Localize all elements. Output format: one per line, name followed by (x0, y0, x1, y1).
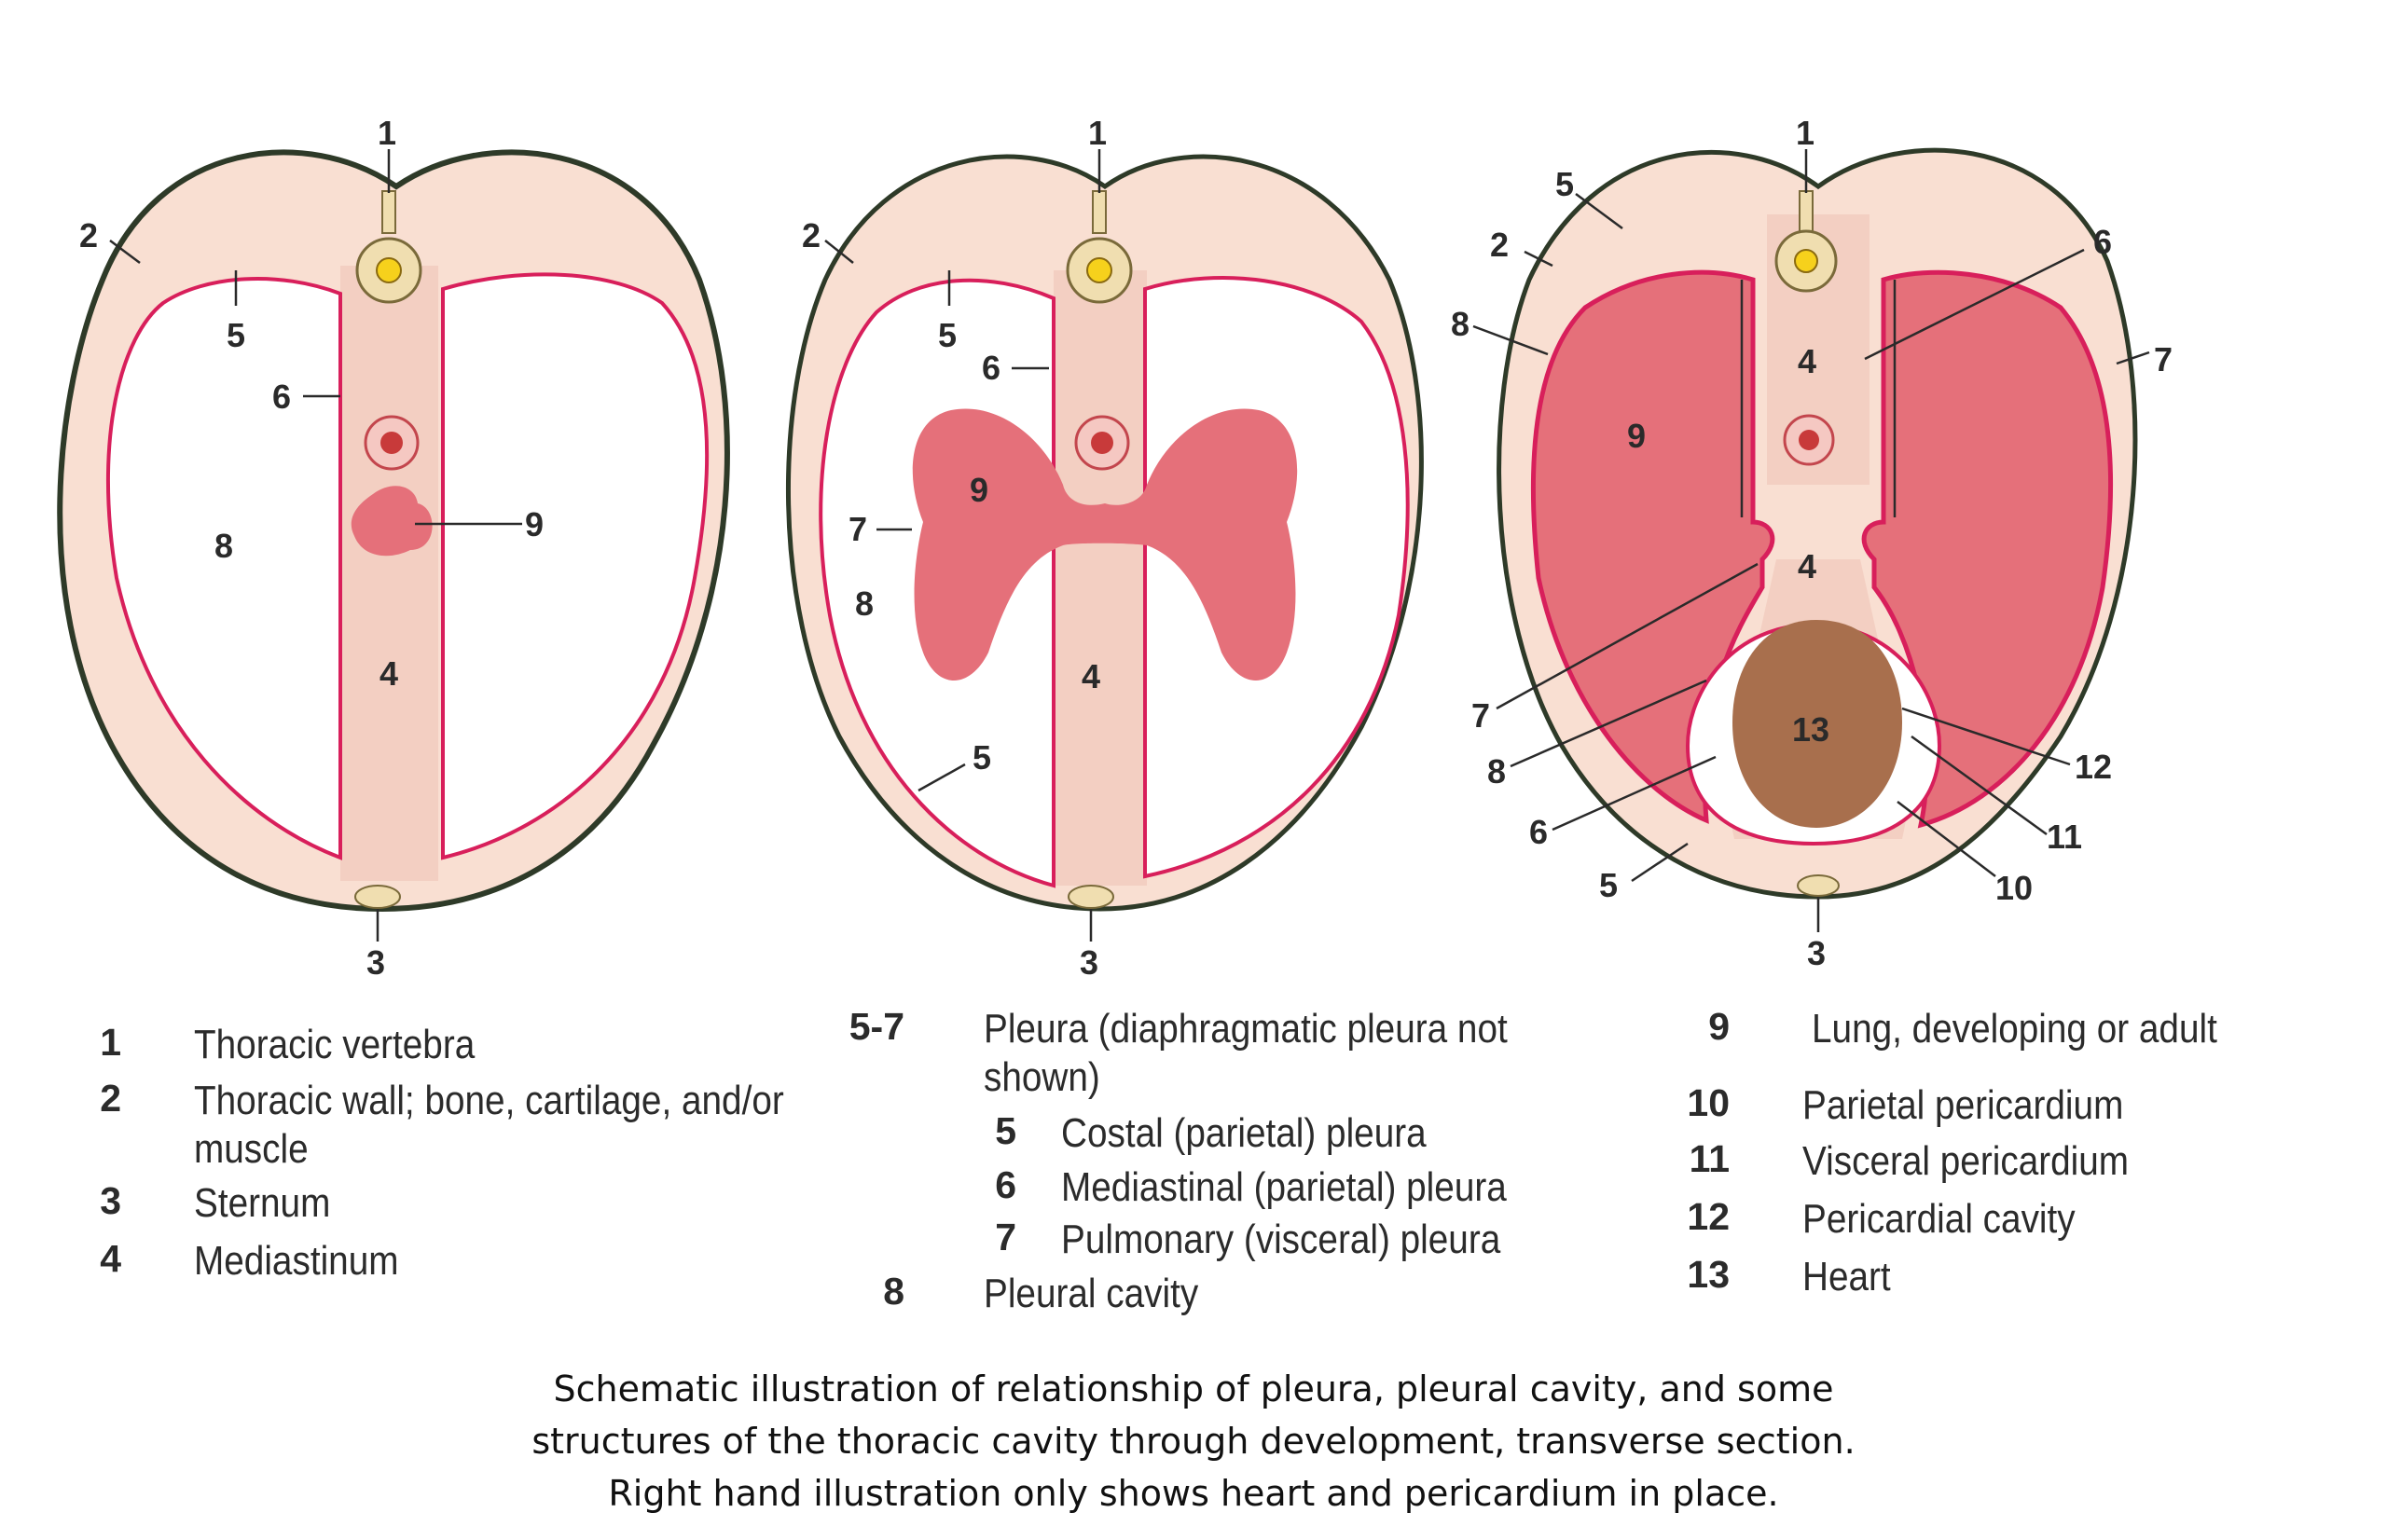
callout-5b: 5 (973, 738, 991, 777)
legend-text: Heart (1802, 1254, 1891, 1299)
legend-text: Pleural cavity (984, 1271, 1199, 1316)
callout-8b: 8 (1487, 752, 1506, 791)
legend-text-cont: muscle (194, 1126, 309, 1172)
legend-text: Visceral pericardium (1802, 1138, 2130, 1184)
legend-text: Parietal pericardium (1802, 1082, 2124, 1128)
callout-9: 9 (525, 505, 544, 543)
developing-lungs (912, 408, 1298, 681)
section-early: 1 2 5 6 9 8 4 3 (57, 114, 730, 982)
callout-12: 12 (2075, 748, 2112, 786)
legend-number: 3 (100, 1179, 121, 1222)
section-developing: 1 2 5 6 9 7 8 4 5 3 (785, 114, 1424, 982)
callout-6: 6 (982, 349, 1000, 387)
legend-text: Costal (parietal) pleura (1061, 1110, 1427, 1156)
callout-8: 8 (855, 584, 874, 623)
esophagus (364, 415, 420, 471)
vertebra (1774, 190, 1838, 293)
callout-1: 1 (1088, 114, 1107, 152)
legend-number: 4 (100, 1237, 121, 1280)
left-pleural-cavity (441, 272, 710, 860)
legend-number: 10 (1687, 1081, 1730, 1124)
callout-8: 8 (214, 527, 233, 565)
legend-text: Mediastinal (parietal) pleura (1061, 1164, 1507, 1210)
caption-line-2: structures of the thoracic cavity throug… (531, 1421, 1856, 1462)
callout-3: 3 (366, 943, 385, 982)
callout-4b: 4 (1798, 547, 1816, 585)
figure-caption: Schematic illustration of relationship o… (0, 1363, 2387, 1519)
callout-4: 4 (1082, 657, 1100, 695)
callout-3: 3 (1807, 934, 1826, 972)
callout-5b: 5 (1599, 866, 1618, 904)
callout-9: 9 (970, 471, 988, 509)
legend-column-1: 1 Thoracic vertebra 2 Thoracic wall; bon… (84, 1021, 849, 1300)
callout-6b: 6 (1529, 813, 1548, 851)
legend-column-2: 5-7 Pleura (diaphragmatic pleura not sho… (821, 1005, 1585, 1322)
legend-text: Pericardial cavity (1802, 1196, 2076, 1242)
legend-text: Thoracic vertebra (194, 1022, 476, 1067)
legend-number: 13 (1687, 1253, 1730, 1296)
callout-1: 1 (1796, 114, 1814, 152)
callout-2: 2 (1490, 226, 1509, 264)
legend-number: 8 (883, 1270, 904, 1313)
legend-text: Lung, developing or adult (1812, 1006, 2217, 1052)
callout-10: 10 (1995, 869, 2033, 907)
esophagus (1074, 415, 1130, 471)
legend-text: Pleura (diaphragmatic pleura not (984, 1006, 1508, 1052)
sternum (354, 885, 401, 909)
legend-column-3: 9 Lung, developing or adult 10 Parietal … (1655, 1005, 2308, 1303)
callout-5: 5 (1555, 165, 1574, 203)
legend-text: Mediastinum (194, 1238, 399, 1284)
left-lung (1861, 269, 2114, 829)
callout-7: 7 (2154, 340, 2173, 378)
callout-7b: 7 (1471, 696, 1490, 735)
legend-number: 2 (100, 1077, 121, 1120)
legend-text: Pulmonary (visceral) pleura (1061, 1217, 1501, 1262)
callout-2: 2 (79, 216, 98, 254)
legend-number: 6 (995, 1163, 1016, 1206)
legend-number: 7 (995, 1216, 1016, 1258)
callout-1: 1 (378, 114, 396, 152)
caption-line-1: Schematic illustration of relationship o… (553, 1368, 1834, 1409)
legend-text: Thoracic wall; bone, cartilage, and/or (194, 1078, 784, 1123)
legend-text: Sternum (194, 1180, 331, 1226)
mediastinum (1054, 270, 1147, 886)
mediastinum (340, 266, 438, 881)
legend-number: 5-7 (849, 1005, 904, 1048)
legend-number: 1 (100, 1021, 121, 1064)
legend-number: 5 (995, 1109, 1016, 1152)
callout-6: 6 (272, 378, 291, 416)
developing-lung-bud (351, 486, 433, 557)
legend-number: 9 (1708, 1005, 1730, 1048)
callout-7: 7 (849, 510, 867, 548)
section-adult: 1 5 2 8 6 4 7 9 4 7 8 6 5 13 12 11 10 3 (1451, 114, 2173, 972)
sternum (1068, 885, 1114, 909)
legend-number: 11 (1689, 1137, 1730, 1180)
callout-4: 4 (1798, 342, 1816, 380)
vertebra (355, 190, 422, 304)
legend-number: 12 (1687, 1195, 1730, 1238)
legend-text-cont: shown) (984, 1054, 1100, 1100)
esophagus (1783, 414, 1835, 466)
callout-11: 11 (2047, 818, 2082, 856)
caption-line-3: Right hand illustration only shows heart… (608, 1473, 1779, 1514)
thoracic-section-figure: .num { font-family: "Liberation Sans", s… (57, 114, 2173, 982)
callout-13: 13 (1792, 710, 1829, 749)
callout-2: 2 (802, 216, 821, 254)
callout-8: 8 (1451, 305, 1469, 343)
heart (1732, 620, 1902, 828)
callout-4: 4 (379, 654, 398, 693)
callout-6: 6 (2093, 223, 2112, 261)
right-pleural-cavity (106, 277, 342, 860)
callout-9: 9 (1627, 417, 1646, 455)
sternum (1797, 874, 1840, 897)
callout-5: 5 (938, 316, 957, 354)
callout-3: 3 (1080, 943, 1098, 982)
callout-5: 5 (227, 316, 245, 354)
vertebra (1066, 190, 1133, 304)
